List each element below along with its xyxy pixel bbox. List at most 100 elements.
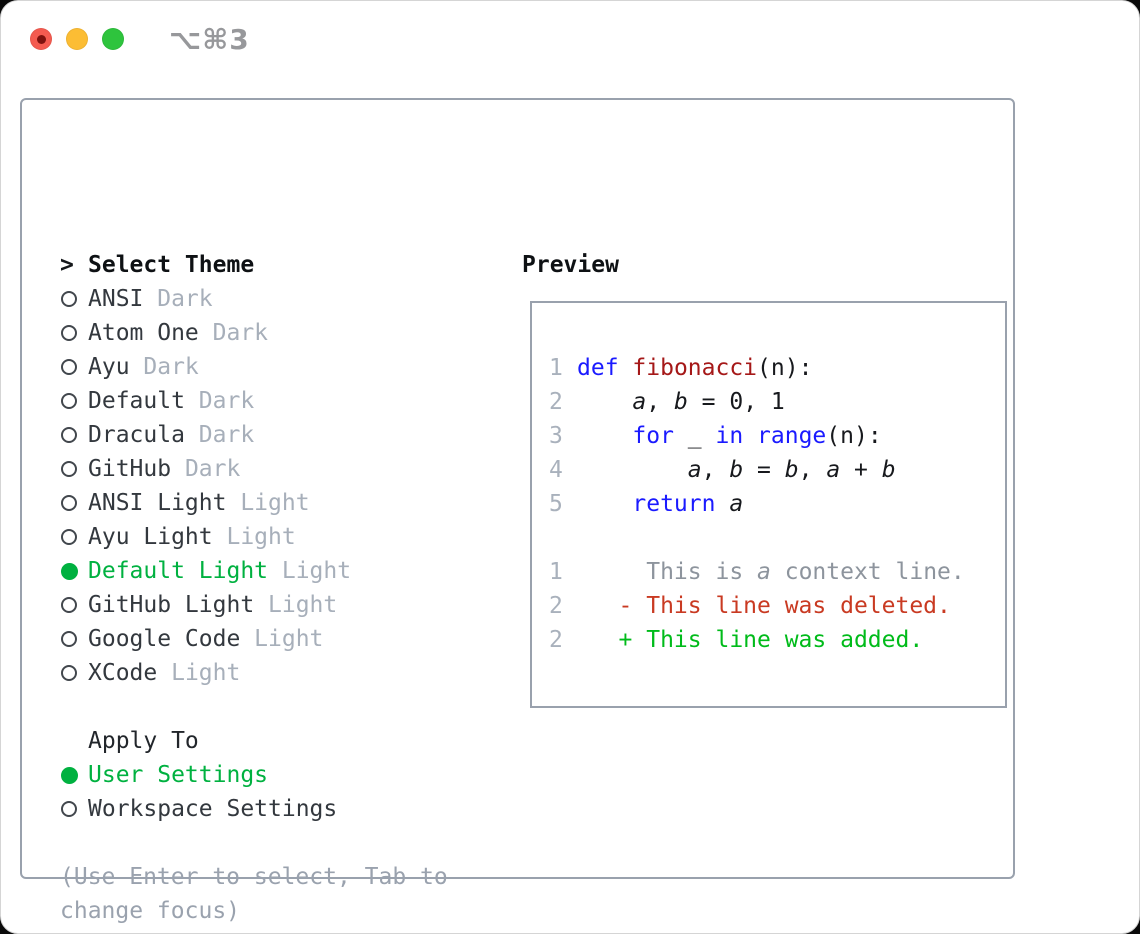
theme-option[interactable]: Default Dark [60,384,510,418]
theme-option[interactable]: GitHub Light Light [60,588,510,622]
preview-title: Preview [522,252,619,278]
option-variant-label: Dark [157,286,213,312]
code-line: 5 return a [549,487,1005,521]
keyboard-shortcut-label: ⌥⌘3 [169,23,250,56]
option-variant-label: Dark [184,456,241,482]
line-number: 5 [549,491,563,517]
option-variant-label: Dark [198,388,255,414]
code-line: 2 a, b = 0, 1 [549,385,1005,419]
line-number [549,521,577,555]
code-text: def fibonacci(n): [577,355,813,381]
code-line: 2 - This line was deleted. [549,589,1005,623]
line-number: 2 [549,627,563,653]
option-label: Default [88,388,185,414]
radio-icon [61,597,77,613]
line-number: 4 [549,457,563,483]
option-variant-label: Light [281,558,352,584]
code-line [549,521,1005,555]
theme-option[interactable]: Dracula Dark [60,418,510,452]
apply-to-option[interactable]: User Settings [60,758,510,792]
option-label: Atom One [88,320,199,346]
line-number: 1 [549,559,563,585]
theme-option[interactable]: ANSI Dark [60,282,510,316]
option-label: Google Code [88,626,241,652]
theme-option[interactable]: GitHub Dark [60,452,510,486]
theme-option[interactable]: Ayu Dark [60,350,510,384]
code-text: for _ in range(n): [632,423,882,449]
code-line: 4 a, b = b, a + b [549,453,1005,487]
option-label: XCode [88,660,158,686]
titlebar: ⌥⌘3 [1,1,1139,77]
radio-icon [61,325,77,341]
radio-icon [61,495,77,511]
line-number: 2 [549,389,563,415]
radio-icon [61,665,77,681]
code-line: 3 for _ in range(n): [549,419,1005,453]
prompt-caret: > [60,252,74,278]
apply-to-option[interactable]: Workspace Settings [60,792,510,826]
line-number: 3 [549,423,563,449]
spacer [60,690,510,724]
radio-icon [61,529,77,545]
option-label: Workspace Settings [88,796,338,822]
code-line: 2 + This line was added. [549,623,1005,657]
option-variant-label: Light [171,660,241,686]
option-variant-label: Dark [198,422,255,448]
radio-icon [61,359,77,375]
code-text: This is a context line. [577,559,965,585]
option-label: ANSI [88,286,144,312]
zoom-button[interactable] [102,28,124,50]
hint-text: (Use Enter to select, Tab to change focu… [60,864,448,924]
option-variant-label: Dark [143,354,199,380]
radio-icon [61,427,77,443]
code-text: + This line was added. [577,627,924,653]
radio-icon [61,393,77,409]
radio-icon [61,631,77,647]
minimize-button[interactable] [66,28,88,50]
radio-selected-icon [61,766,78,784]
option-label: GitHub Light [88,592,255,618]
theme-option[interactable]: Atom One Dark [60,316,510,350]
theme-option[interactable]: XCode Light [60,656,510,690]
option-label: Dracula [88,422,185,448]
option-variant-label: Light [226,524,296,550]
option-label: Ayu Light [88,524,213,550]
theme-option[interactable]: Ayu Light Light [60,520,510,554]
radio-icon [61,291,77,307]
option-label: User Settings [88,762,269,788]
theme-option[interactable]: Default Light Light [60,554,510,588]
code-text: - This line was deleted. [577,593,951,619]
radio-selected-icon [61,562,78,580]
option-label: ANSI Light [88,490,227,516]
option-label: Ayu [88,354,130,380]
line-number: 1 [549,355,563,381]
option-label: Default Light [88,558,269,584]
select-theme-title: Select Theme [88,252,255,278]
option-variant-label: Light [254,626,324,652]
code-text: a, b = 0, 1 [632,389,785,415]
close-dot-icon [36,34,46,44]
radio-icon [61,461,77,477]
option-variant-label: Light [268,592,338,618]
theme-option[interactable]: Google Code Light [60,622,510,656]
code-line: 1 def fibonacci(n): [549,351,1005,385]
radio-icon [61,801,77,817]
apply-to-header-row: Apply To [60,724,510,758]
option-label: GitHub [88,456,172,482]
close-button[interactable] [30,28,52,50]
code-text: return a [632,491,744,517]
spacer [60,826,510,860]
code-line: 1 This is a context line. [549,555,1005,589]
select-theme-header-row: > Select Theme [60,248,510,282]
option-variant-label: Dark [212,320,269,346]
apply-to-title: Apply To [88,728,199,754]
code-text: a, b = b, a + b [687,457,896,483]
